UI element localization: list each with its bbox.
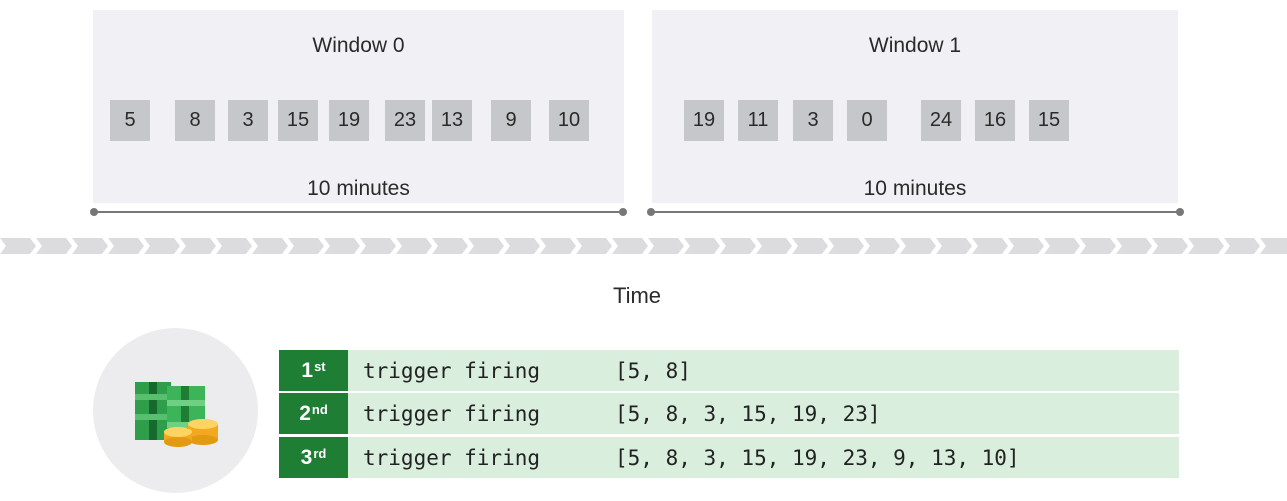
value-box: 13 <box>432 100 472 141</box>
timeline-chevron <box>108 238 144 254</box>
value-box: 19 <box>329 100 369 141</box>
window-1-panel: Window 1 19 11 3 0 24 16 15 10 minutes <box>652 10 1178 203</box>
timeline-chevron <box>1152 238 1188 254</box>
value-box: 15 <box>1029 100 1069 141</box>
timeline-chevron <box>540 238 576 254</box>
timeline-chevron <box>36 238 72 254</box>
window-0-axis <box>90 208 627 216</box>
timeline-chevrons <box>0 238 1287 254</box>
value-box: 24 <box>921 100 961 141</box>
icon-circle <box>93 328 258 493</box>
value-box: 3 <box>228 100 268 141</box>
timeline-chevron <box>972 238 1008 254</box>
value-box: 16 <box>975 100 1015 141</box>
value-box: 19 <box>684 100 724 141</box>
timeline-chevron <box>576 238 612 254</box>
timeline-chevron <box>1116 238 1152 254</box>
window-0-panel: Window 0 5 8 3 15 19 23 13 9 10 10 minut… <box>93 10 624 203</box>
value-box: 5 <box>110 100 150 141</box>
window-0-title: Window 0 <box>312 34 405 57</box>
timeline-chevron <box>72 238 108 254</box>
value-box: 9 <box>491 100 531 141</box>
timeline-chevron <box>1008 238 1044 254</box>
axis-endpoint <box>90 208 98 216</box>
timeline-chevron <box>432 238 468 254</box>
trigger-label: trigger firing <box>363 446 541 470</box>
timeline-chevron <box>0 238 36 254</box>
timeline-chevron <box>684 238 720 254</box>
timeline-chevron <box>1080 238 1116 254</box>
timeline-chevron <box>360 238 396 254</box>
axis-endpoint <box>1176 208 1184 216</box>
timeline-chevron <box>612 238 648 254</box>
value-box: 0 <box>847 100 887 141</box>
timeline-chevron <box>828 238 864 254</box>
timeline-chevron <box>1188 238 1224 254</box>
value-box: 11 <box>738 100 778 141</box>
value-box: 23 <box>385 100 425 141</box>
timeline-chevron <box>864 238 900 254</box>
value-box: 10 <box>549 100 589 141</box>
trigger-label: trigger firing <box>363 402 541 426</box>
time-axis-label: Time <box>612 283 662 308</box>
window-1-axis <box>647 208 1184 216</box>
timeline-chevron <box>180 238 216 254</box>
timeline-chevron <box>216 238 252 254</box>
timeline-chevron <box>144 238 180 254</box>
timeline-chevron <box>648 238 684 254</box>
timeline-chevron <box>792 238 828 254</box>
timeline-chevron <box>1224 238 1260 254</box>
axis-endpoint <box>619 208 627 216</box>
value-box: 3 <box>793 100 833 141</box>
timeline-chevron <box>504 238 540 254</box>
timeline-chevron <box>468 238 504 254</box>
trigger-values: [5, 8] <box>615 359 691 383</box>
timeline-chevron <box>1260 238 1287 254</box>
timeline-chevron <box>720 238 756 254</box>
timeline-chevron <box>252 238 288 254</box>
value-box: 15 <box>278 100 318 141</box>
axis-endpoint <box>647 208 655 216</box>
timeline-chevron <box>936 238 972 254</box>
trigger-label: trigger firing <box>363 359 541 383</box>
timeline-chevron <box>324 238 360 254</box>
window-0-duration: 10 minutes <box>307 177 410 200</box>
timeline-chevron <box>756 238 792 254</box>
window-1-duration: 10 minutes <box>863 177 967 200</box>
value-box: 8 <box>175 100 215 141</box>
timeline-chevron <box>1044 238 1080 254</box>
money-stack-coins-icon <box>135 382 218 447</box>
window-1-title: Window 1 <box>868 34 962 57</box>
timeline-chevron <box>396 238 432 254</box>
trigger-values: [5, 8, 3, 15, 19, 23, 9, 13, 10] <box>615 446 1020 470</box>
timeline-chevron <box>900 238 936 254</box>
trigger-values: [5, 8, 3, 15, 19, 23] <box>615 402 881 426</box>
timeline-chevron <box>288 238 324 254</box>
